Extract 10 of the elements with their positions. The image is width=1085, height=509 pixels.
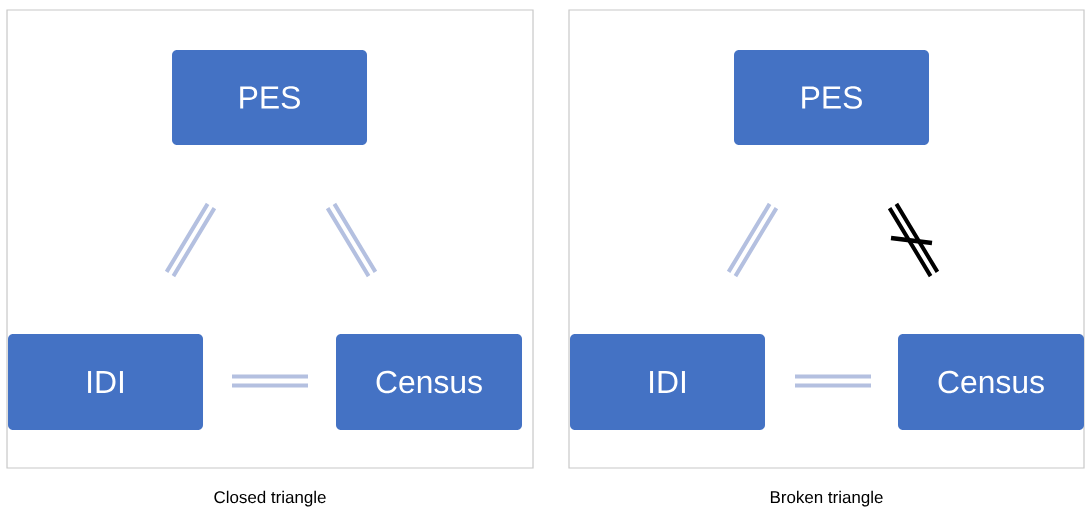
panel-frame bbox=[568, 9, 1085, 469]
panel-caption: Broken triangle bbox=[770, 490, 883, 507]
panel-caption: Closed triangle bbox=[214, 490, 326, 507]
process-box: Census bbox=[898, 334, 1084, 430]
process-box: IDI bbox=[570, 334, 765, 430]
process-box: IDI bbox=[8, 334, 203, 430]
process-box: Census bbox=[336, 334, 522, 430]
panel-frame bbox=[6, 9, 534, 469]
process-box: PES bbox=[172, 50, 367, 145]
process-box: PES bbox=[734, 50, 929, 145]
